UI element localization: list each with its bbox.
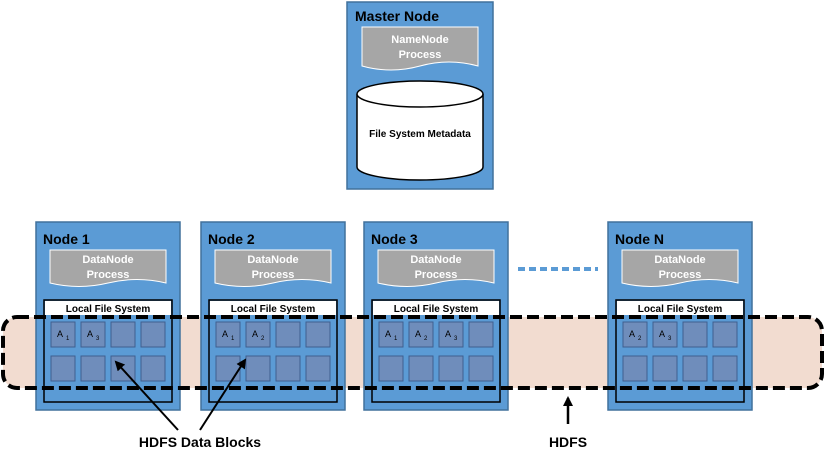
data-block bbox=[378, 355, 404, 382]
datanode-process-line2: Process bbox=[87, 269, 130, 281]
data-node-title: Node 3 bbox=[371, 231, 418, 247]
data-block bbox=[682, 321, 708, 348]
local-file-system-label: Local File System bbox=[231, 304, 316, 315]
data-block-label: A bbox=[415, 329, 421, 339]
data-block bbox=[712, 355, 738, 382]
local-file-system-box bbox=[371, 299, 501, 403]
data-block-subscript: 2 bbox=[424, 336, 428, 342]
data-block bbox=[305, 355, 331, 382]
local-file-system-box bbox=[615, 299, 745, 403]
master-node: Master Node NameNode Process File System… bbox=[346, 1, 494, 190]
data-block bbox=[622, 355, 648, 382]
data-block bbox=[50, 355, 76, 382]
data-block bbox=[682, 355, 708, 382]
datanode-process-line2: Process bbox=[415, 269, 458, 281]
data-block-subscript: 3 bbox=[96, 336, 100, 342]
data-block bbox=[468, 321, 494, 348]
namenode-process-line2: Process bbox=[399, 49, 442, 61]
data-block-label: A bbox=[385, 329, 391, 339]
data-block bbox=[275, 355, 301, 382]
data-block bbox=[438, 355, 464, 382]
metadata-label: File System Metadata bbox=[369, 129, 471, 140]
data-block-subscript: 3 bbox=[454, 336, 458, 342]
data-block bbox=[652, 355, 678, 382]
datanode-process-shape bbox=[49, 249, 167, 287]
datanode-process-line2: Process bbox=[252, 269, 295, 281]
datanode-process-line2: Process bbox=[659, 269, 702, 281]
datanode-process-line1: DataNode bbox=[410, 254, 461, 266]
data-block bbox=[378, 321, 404, 348]
blocks-arrow-node1 bbox=[114, 360, 179, 431]
local-file-system-header bbox=[617, 301, 743, 315]
data-block bbox=[622, 321, 648, 348]
data-block bbox=[468, 355, 494, 382]
data-block bbox=[408, 321, 434, 348]
data-block bbox=[80, 321, 106, 348]
data-block bbox=[215, 321, 241, 348]
data-block-subscript: 2 bbox=[261, 336, 265, 342]
data-block bbox=[140, 321, 166, 348]
data-block bbox=[245, 355, 271, 382]
data-block bbox=[275, 321, 301, 348]
datanode-process-shape bbox=[214, 249, 332, 287]
local-file-system-label: Local File System bbox=[66, 304, 151, 315]
data-block bbox=[80, 355, 106, 382]
data-block-label: A bbox=[445, 329, 451, 339]
master-node-title: Master Node bbox=[355, 8, 439, 24]
data-node-title: Node 2 bbox=[208, 231, 255, 247]
metadata-cylinder bbox=[356, 80, 484, 181]
namenode-process-line1: NameNode bbox=[391, 34, 448, 46]
data-block bbox=[50, 321, 76, 348]
data-block bbox=[245, 321, 271, 348]
data-block bbox=[140, 355, 166, 382]
data-block bbox=[712, 321, 738, 348]
data-block bbox=[652, 321, 678, 348]
data-block bbox=[110, 321, 136, 348]
data-block bbox=[438, 321, 464, 348]
datanode-process-line1: DataNode bbox=[654, 254, 705, 266]
local-file-system-header bbox=[45, 301, 171, 315]
local-file-system-header bbox=[373, 301, 499, 315]
hdfs-data-blocks-label: HDFS Data Blocks bbox=[139, 434, 261, 450]
data-block-subscript: 2 bbox=[638, 336, 642, 342]
data-node-title: Node 1 bbox=[43, 231, 90, 247]
data-block-label: A bbox=[222, 329, 228, 339]
local-file-system-box bbox=[208, 299, 338, 403]
data-block-label: A bbox=[629, 329, 635, 339]
hdfs-band-outline bbox=[1, 315, 824, 390]
data-block-label: A bbox=[659, 329, 665, 339]
data-node-title: Node N bbox=[615, 231, 664, 247]
local-file-system-header bbox=[210, 301, 336, 315]
data-block-label: A bbox=[57, 329, 63, 339]
data-block bbox=[408, 355, 434, 382]
datanode-process-shape bbox=[621, 249, 739, 287]
data-block-subscript: 1 bbox=[394, 336, 398, 342]
data-block-subscript: 1 bbox=[231, 336, 235, 342]
data-block-label: A bbox=[252, 329, 258, 339]
datanode-process-shape bbox=[377, 249, 495, 287]
hdfs-label: HDFS bbox=[549, 434, 587, 450]
data-block-subscript: 3 bbox=[668, 336, 672, 342]
data-block-label: A bbox=[87, 329, 93, 339]
blocks-arrow-node2 bbox=[199, 358, 247, 431]
data-block bbox=[215, 355, 241, 382]
local-file-system-label: Local File System bbox=[394, 304, 479, 315]
datanode-process-line1: DataNode bbox=[82, 254, 133, 266]
local-file-system-box bbox=[43, 299, 173, 403]
local-file-system-label: Local File System bbox=[638, 304, 723, 315]
datanode-process-line1: DataNode bbox=[247, 254, 298, 266]
data-block bbox=[305, 321, 331, 348]
namenode-process-shape bbox=[361, 26, 479, 71]
data-block-subscript: 1 bbox=[66, 336, 70, 342]
